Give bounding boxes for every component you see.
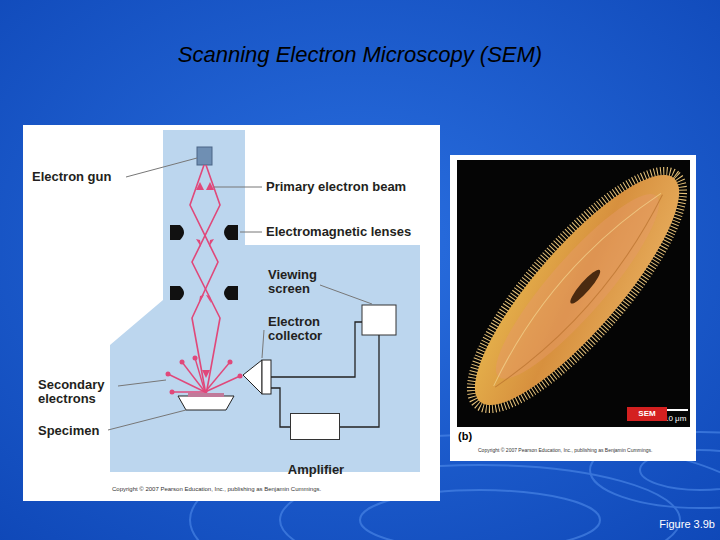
micrograph-panel — [450, 155, 696, 461]
viewing-screen — [362, 305, 396, 335]
specimen — [188, 393, 224, 397]
collector-body — [262, 360, 271, 394]
part-label: Electron gun — [32, 170, 127, 184]
part-label: Electron collector — [268, 315, 348, 343]
copyright-note: Copyright © 2007 Pearson Education, Inc.… — [112, 486, 412, 492]
panel-letter: (b) — [458, 430, 488, 442]
beam-arrows — [196, 182, 214, 378]
box-caption: Amplifier — [266, 463, 366, 477]
specimen-stage — [178, 396, 234, 410]
part-label: Specimen — [38, 424, 118, 438]
electromagnetic-lenses — [170, 225, 238, 300]
electron-gun — [197, 147, 212, 165]
figure-number: Figure 3.9b — [640, 518, 715, 530]
amplifier-box: Amplifier — [290, 413, 340, 440]
electron-beam — [190, 165, 220, 395]
part-label: Viewing screen — [268, 268, 343, 296]
leader-lines — [108, 158, 372, 430]
part-label: Secondary electrons — [38, 378, 120, 406]
electron-collector — [243, 360, 262, 394]
part-label: Primary electron beam — [266, 180, 436, 194]
box-text: SEM — [638, 408, 655, 420]
sem-badge: SEM — [627, 407, 667, 421]
slide-title: Scanning Electron Microscopy (SEM) — [0, 42, 720, 68]
diagram-panel — [23, 125, 440, 501]
secondary-electrons — [168, 358, 240, 392]
copyright-note: Copyright © 2007 Pearson Education, Inc.… — [478, 447, 693, 453]
paramecium — [443, 145, 712, 435]
scale-label: 10 μm — [664, 414, 694, 423]
scale-bar — [664, 409, 688, 411]
secondary-heads — [166, 356, 243, 395]
body-edge — [245, 245, 246, 300]
part-label: Electromagnetic lenses — [266, 225, 436, 239]
